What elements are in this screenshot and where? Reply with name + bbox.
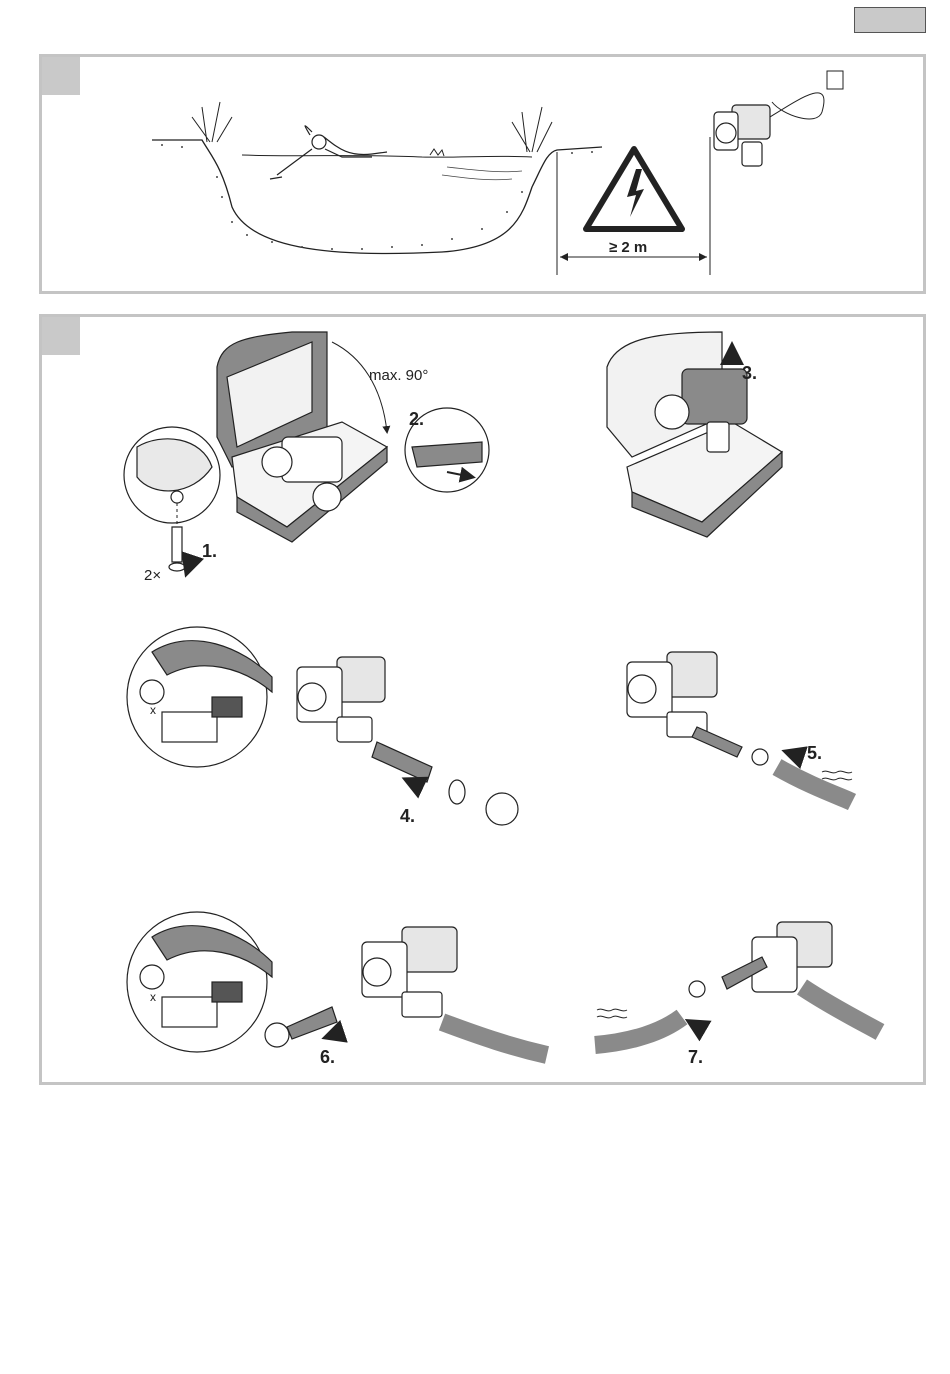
measure-x-label: x	[150, 703, 156, 717]
measure-x-label: x	[150, 990, 156, 1004]
pond-bank	[152, 140, 602, 254]
safety-panel: ≥ 2 m	[39, 54, 926, 294]
reeds-left	[192, 102, 232, 142]
angle-arc	[332, 342, 387, 432]
housing-open-step1	[217, 332, 387, 542]
lily-flower	[430, 149, 444, 156]
step-6-label: 6.	[320, 1047, 335, 1067]
pump-step6	[362, 927, 457, 1017]
assembly-drawing: max. 90° 2. 1. 2×	[42, 317, 929, 1088]
step-4-label: 4.	[400, 806, 415, 826]
screw-count-label: 2×	[144, 567, 161, 584]
swimmer-figure	[270, 126, 387, 179]
pump-step4	[297, 657, 385, 742]
pond-scene: ≥ 2 m	[42, 57, 929, 297]
step-5-label: 5.	[807, 743, 822, 763]
water-surface	[242, 155, 532, 157]
language-tab	[854, 7, 926, 33]
step-3-label: 3.	[742, 363, 757, 383]
power-cable	[770, 93, 824, 119]
step-2-label: 2.	[409, 409, 424, 429]
water-flow-icon	[822, 771, 852, 780]
hose-step6	[442, 1022, 547, 1055]
step-7-label: 7.	[688, 1047, 703, 1067]
zoom-detail-cut-hose-1	[127, 627, 272, 767]
screw-icon	[169, 527, 185, 571]
assembly-panel: max. 90° 2. 1. 2×	[39, 314, 926, 1085]
angle-label: max. 90°	[369, 367, 428, 384]
zoom-detail-screw	[124, 427, 220, 523]
power-socket	[827, 71, 843, 89]
pump-step5	[627, 652, 768, 765]
hose-adapter-step6	[265, 1007, 337, 1047]
hose-step7-in	[595, 1017, 682, 1045]
step-1-label: 1.	[202, 541, 217, 561]
reeds-right	[512, 107, 552, 152]
zoom-detail-cut-hose-2	[127, 912, 272, 1052]
distance-label: ≥ 2 m	[609, 239, 647, 256]
water-flow-icon	[597, 1009, 627, 1018]
hose-adapter-step4	[372, 742, 518, 825]
hose-step7-out	[802, 987, 880, 1032]
pump-device	[714, 105, 770, 166]
hose-step5	[777, 767, 852, 802]
warning-electric-icon	[586, 149, 682, 229]
